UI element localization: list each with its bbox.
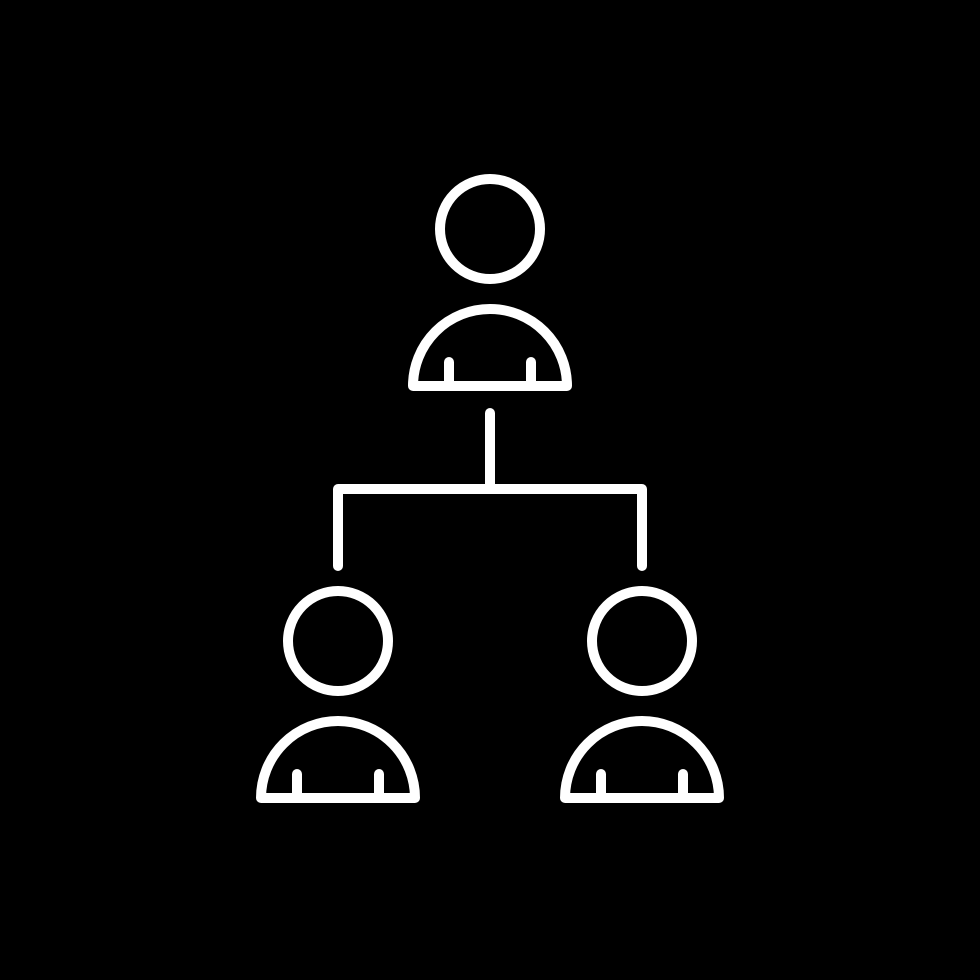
top-person-icon bbox=[408, 174, 572, 391]
top-person-head bbox=[435, 174, 545, 284]
bottom-right-person-body bbox=[560, 716, 724, 803]
top-person-body bbox=[408, 304, 572, 391]
connector-branch bbox=[333, 484, 647, 571]
bottom-right-person-icon bbox=[560, 586, 724, 803]
bottom-left-person-body bbox=[256, 716, 420, 803]
hierarchy-connector-lines bbox=[333, 408, 647, 571]
bottom-right-person-head bbox=[587, 586, 697, 696]
bottom-left-person-icon bbox=[256, 586, 420, 803]
bottom-left-person-head bbox=[283, 586, 393, 696]
